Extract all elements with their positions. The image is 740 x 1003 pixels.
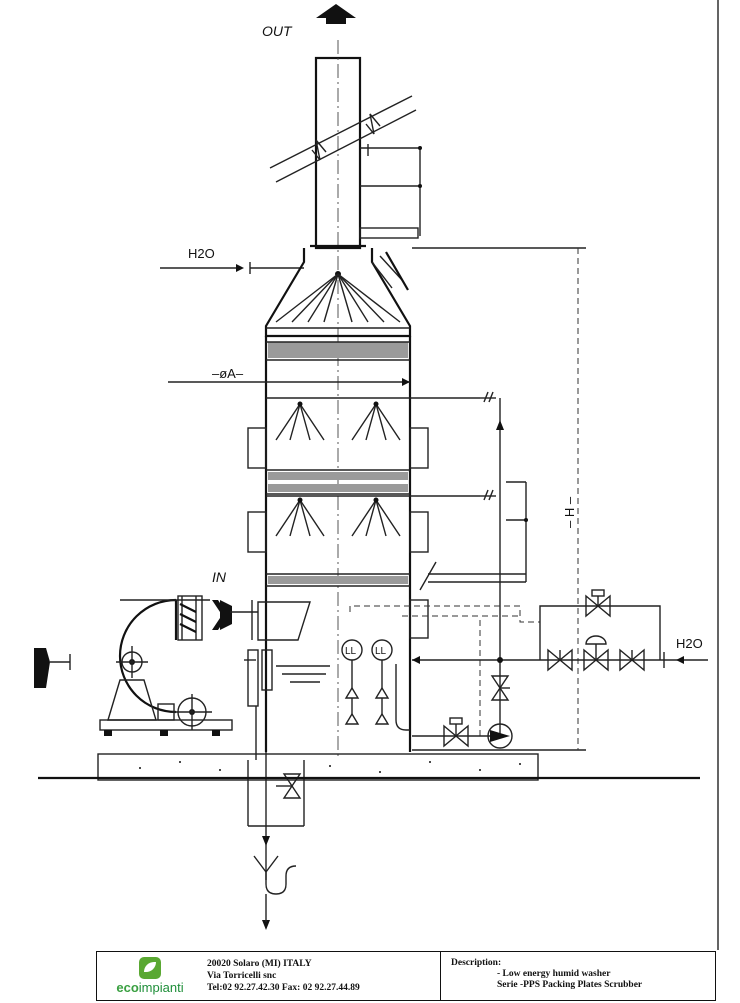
diameter-label: –øA–: [212, 366, 244, 381]
level-switch-label-1: LL: [345, 646, 357, 657]
leaf-icon: [139, 957, 161, 979]
logo-wordmark: ecoimpianti: [116, 980, 184, 995]
description-block: Description: - Low energy humid washer S…: [441, 952, 715, 1000]
address-line-3: Tel:02 92.27.42.30 Fax: 02 92.27.44.89: [207, 983, 360, 993]
fan-inlet-arrow: [34, 648, 71, 688]
demister-hood: [264, 248, 412, 338]
company-logo: ecoimpianti: [105, 957, 195, 995]
in-label: IN: [212, 569, 227, 585]
description-label: Description:: [451, 958, 502, 968]
level-switch-label-2: LL: [375, 646, 387, 657]
out-label: OUT: [262, 23, 293, 39]
height-dimension: [412, 247, 586, 751]
description-line-2: Serie -PPS Packing Plates Scrubber: [497, 980, 643, 990]
foundation-slab: [38, 753, 700, 781]
title-block: ecoimpianti 20020 Solaro (MI) ITALY Via …: [96, 951, 716, 1001]
height-label: – H –: [562, 496, 577, 528]
h2o-top-label: H2O: [188, 246, 215, 261]
gas-inlet: [212, 600, 311, 641]
scrubber-column: [247, 336, 480, 752]
centrifugal-fan: [99, 595, 233, 736]
scrubber-schematic: OUT H2O: [34, 0, 719, 950]
h2o-right-label: H2O: [676, 636, 703, 651]
sump-drain: [244, 649, 305, 930]
recirculation-piping: [349, 391, 708, 749]
description-line-1: - Low energy humid washer: [497, 969, 611, 979]
company-block: ecoimpianti 20020 Solaro (MI) ITALY Via …: [97, 952, 441, 1000]
address-line-2: Via Torricelli snc: [207, 971, 277, 981]
diameter-dimension: [168, 378, 410, 386]
chimney: [269, 40, 422, 760]
address-line-1: 20020 Solaro (MI) ITALY: [207, 959, 312, 969]
water-inlet-top: [160, 262, 304, 274]
company-address: 20020 Solaro (MI) ITALY Via Torricelli s…: [207, 958, 360, 994]
outlet-arrow: [316, 4, 356, 24]
